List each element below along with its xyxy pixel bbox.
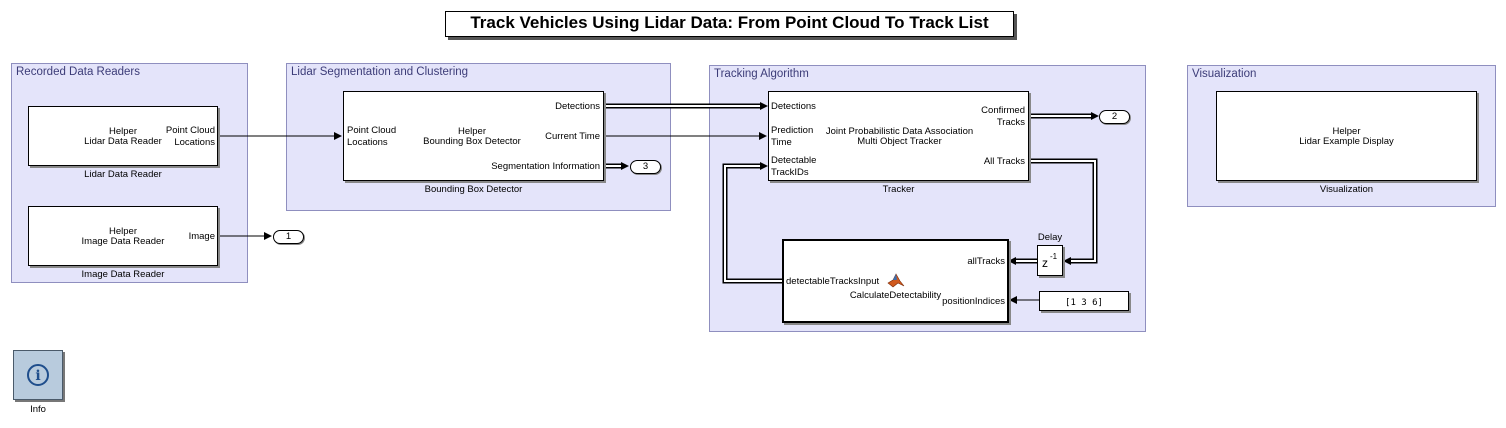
image-reader-label-2: Image Data Reader [81,236,165,247]
outport-3[interactable]: 3 [630,160,661,174]
calc-label: CalculateDetectability [849,290,942,301]
tracker-port-out-tracks[interactable]: Tracks [996,117,1025,128]
area-label: Visualization [1192,68,1257,80]
delay-z: z [1042,256,1048,270]
constant-value: [1 3 6] [1065,298,1103,308]
delay-label: Delay [1037,232,1063,243]
bbox-port-out-detections[interactable]: Detections [555,101,600,112]
outport-1[interactable]: 1 [273,230,304,244]
bbox-name: Bounding Box Detector [424,184,523,195]
tracker-port-in-detectable[interactable]: Detectable [771,155,817,166]
area-label: Recorded Data Readers [16,66,141,78]
diagram-title: Track Vehicles Using Lidar Data: From Po… [445,11,1014,37]
constant-block[interactable]: [1 3 6] [1039,291,1129,311]
tracker-port-in-trackids[interactable]: TrackIDs [771,167,809,178]
lidar-reader-name: Lidar Data Reader [84,169,162,180]
wire-confirmed-tracks-bus [1029,112,1099,120]
area-label: Lidar Segmentation and Clustering [291,66,469,78]
visualization-label-2: Lidar Example Display [1299,136,1394,147]
matlab-icon [887,271,905,289]
delay-exponent: -1 [1050,252,1058,261]
wire-delayed-tracks-bus [1008,257,1037,265]
wire-detectable-tracks-bus [722,162,782,284]
calc-port-in-alltracks[interactable]: allTracks [967,256,1005,267]
bbox-port-out-segmentation[interactable]: Segmentation Information [491,161,600,172]
tracker-port-out-confirmed[interactable]: Confirmed [981,105,1025,116]
calc-port-out-detectable-tracks[interactable]: detectableTracksInput [786,276,880,287]
tracker-block[interactable] [768,91,1029,181]
bbox-label-2: Bounding Box Detector [423,136,521,147]
tracker-port-in-time[interactable]: Time [771,137,792,148]
info-glyph: i [35,368,40,384]
image-reader-name: Image Data Reader [81,269,165,280]
tracker-label-1: Joint Probabilistic Data Association [825,126,974,137]
visualization-label-1: Helper [1332,126,1361,137]
image-data-reader-block[interactable] [28,206,218,266]
lidar-reader-label-2: Lidar Data Reader [84,136,162,147]
wire-detections-bus [604,102,768,110]
bbox-port-in-2[interactable]: Locations [347,137,388,148]
visualization-name: Visualization [1319,184,1374,195]
tracker-port-out-all-tracks[interactable]: All Tracks [983,156,1025,167]
calc-port-in-position-indices[interactable]: positionIndices [942,296,1005,307]
lidar-reader-port-out-1[interactable]: Point Cloud [165,125,215,136]
bounding-box-detector-block[interactable] [343,91,604,181]
tracker-name: Tracker [882,184,915,195]
tracker-port-in-prediction[interactable]: Prediction [771,125,814,136]
tracker-label-2: Multi Object Tracker [857,136,942,147]
info-icon: i [27,364,49,386]
bbox-label-1: Helper [458,126,486,137]
wire-segmentation-bus [604,162,629,170]
bbox-port-out-current-time[interactable]: Current Time [545,131,600,142]
lidar-reader-label-1: Helper [109,126,137,137]
image-reader-label-1: Helper [109,226,137,237]
unit-delay-block[interactable]: z -1 [1037,245,1063,276]
lidar-reader-port-out-2[interactable]: Locations [174,137,215,148]
tracker-port-in-detections[interactable]: Detections [771,101,816,112]
outport-2[interactable]: 2 [1099,110,1130,124]
visualization-block[interactable] [1216,91,1477,181]
area-label: Tracking Algorithm [714,68,809,80]
image-reader-port-out[interactable]: Image [188,231,215,242]
wire-all-tracks-bus [1029,158,1098,265]
info-label: Info [30,404,46,415]
info-button[interactable]: i [13,350,63,400]
bbox-port-in-1[interactable]: Point Cloud [347,125,397,136]
lidar-data-reader-block[interactable] [28,106,218,166]
